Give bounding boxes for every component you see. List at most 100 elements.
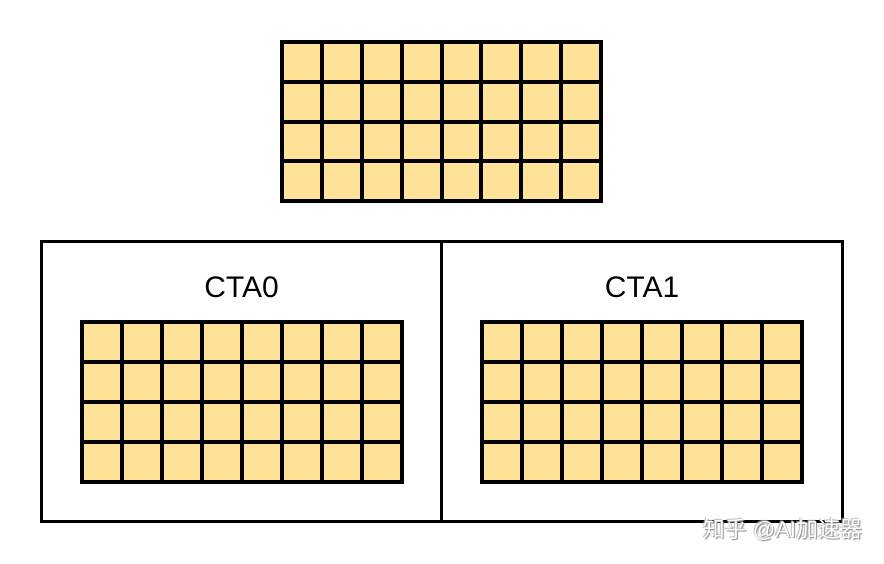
tile xyxy=(523,123,560,160)
tile xyxy=(324,324,360,360)
watermark: 知乎 @AI加速器 xyxy=(702,517,862,542)
tile xyxy=(483,44,520,80)
tile xyxy=(363,163,400,199)
tile xyxy=(364,324,400,360)
tile xyxy=(403,163,440,199)
tile xyxy=(284,83,320,120)
tile xyxy=(284,364,320,400)
tile xyxy=(483,123,520,160)
tile xyxy=(484,324,520,360)
cta1-label: CTA1 xyxy=(604,271,680,304)
cta0-tile-grid xyxy=(80,320,404,484)
cta1-box: CTA1 xyxy=(440,240,844,523)
tile xyxy=(84,324,120,360)
tile xyxy=(284,404,320,440)
tile xyxy=(364,444,400,480)
tile xyxy=(684,364,720,400)
tile xyxy=(244,404,280,440)
tile xyxy=(564,364,600,400)
tile xyxy=(524,324,560,360)
tile xyxy=(204,404,240,440)
cta0-label: CTA0 xyxy=(204,271,279,304)
tile xyxy=(443,123,480,160)
tile xyxy=(363,123,400,160)
tile xyxy=(124,324,160,360)
tile xyxy=(244,364,280,400)
tile xyxy=(364,404,400,440)
tile xyxy=(323,163,360,199)
tile xyxy=(644,324,680,360)
tile xyxy=(644,364,680,400)
tile xyxy=(644,444,680,480)
tile xyxy=(523,83,560,120)
tile xyxy=(284,444,320,480)
tile xyxy=(563,44,599,80)
tile xyxy=(244,324,280,360)
tile xyxy=(84,404,120,440)
tile xyxy=(443,44,480,80)
tile xyxy=(164,444,200,480)
tile xyxy=(84,364,120,400)
tile xyxy=(764,444,800,480)
tile xyxy=(563,123,599,160)
tile xyxy=(724,404,760,440)
tile xyxy=(604,404,640,440)
tile xyxy=(284,324,320,360)
tile xyxy=(324,404,360,440)
tile xyxy=(724,324,760,360)
tile xyxy=(164,404,200,440)
tile xyxy=(244,444,280,480)
top-tile-grid xyxy=(280,40,603,203)
tile xyxy=(363,44,400,80)
tile xyxy=(523,44,560,80)
tile xyxy=(644,404,680,440)
tile xyxy=(564,444,600,480)
tile xyxy=(724,364,760,400)
tile xyxy=(164,364,200,400)
cta1-tile-grid xyxy=(480,320,804,484)
tile xyxy=(364,364,400,400)
tile xyxy=(523,163,560,199)
tile xyxy=(204,444,240,480)
tile xyxy=(323,83,360,120)
tile xyxy=(483,163,520,199)
tile xyxy=(403,83,440,120)
tile xyxy=(484,364,520,400)
tile xyxy=(284,44,320,80)
tile xyxy=(604,444,640,480)
tile xyxy=(324,364,360,400)
tile xyxy=(443,163,480,199)
tile xyxy=(164,324,200,360)
tile xyxy=(124,444,160,480)
tile xyxy=(84,444,120,480)
tile xyxy=(564,324,600,360)
tile xyxy=(604,364,640,400)
tile xyxy=(764,404,800,440)
tile xyxy=(524,444,560,480)
tile xyxy=(604,324,640,360)
tile xyxy=(323,123,360,160)
tile xyxy=(204,324,240,360)
tile xyxy=(564,404,600,440)
tile xyxy=(563,163,599,199)
tile xyxy=(484,404,520,440)
tile xyxy=(764,364,800,400)
tile xyxy=(764,324,800,360)
tile xyxy=(284,123,320,160)
tile xyxy=(204,364,240,400)
tile xyxy=(524,404,560,440)
tile xyxy=(124,404,160,440)
tile xyxy=(484,444,520,480)
tile xyxy=(443,83,480,120)
tile xyxy=(524,364,560,400)
tile xyxy=(323,44,360,80)
tile xyxy=(284,163,320,199)
tile xyxy=(124,364,160,400)
tile xyxy=(324,444,360,480)
tile xyxy=(684,444,720,480)
tile xyxy=(724,444,760,480)
tile xyxy=(684,324,720,360)
tile xyxy=(403,44,440,80)
tile xyxy=(563,83,599,120)
tile xyxy=(403,123,440,160)
